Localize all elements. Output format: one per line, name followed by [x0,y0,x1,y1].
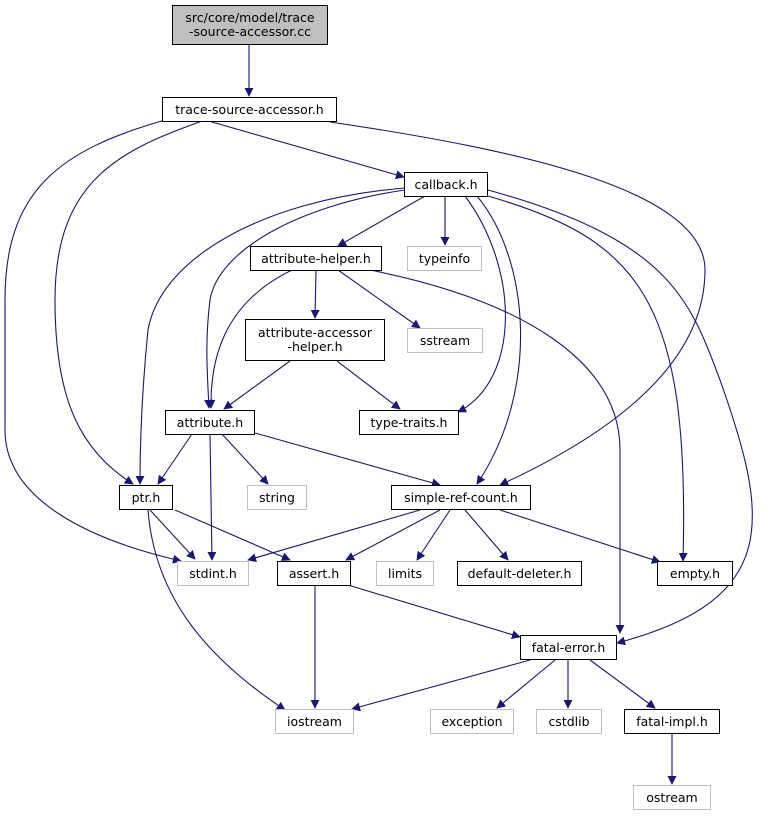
edge-callback-to-empty [487,195,688,562]
edge-ptr-to-assert [174,509,291,561]
node-empty-h[interactable]: empty.h [657,561,733,586]
node-default-deleter-h[interactable]: default-deleter.h [457,561,582,586]
edge-fatal-error-to-exception [496,659,556,709]
node-label: default-deleter.h [467,565,572,581]
node-label: ptr.h [131,489,161,505]
edge-fatal-error-to-iostream [351,659,531,712]
edge-callback-to-type-traits [457,195,506,413]
node-label: string [259,489,295,505]
node-typeinfo[interactable]: typeinfo [407,246,482,271]
node-label-line-2: -helper.h [287,339,343,354]
edge-attribute-helper-to-accessor-helper [310,269,320,319]
node-label: callback.h [414,176,478,192]
node-stdint-h[interactable]: stdint.h [177,561,249,586]
edge-tsa-to-simple-ref-count [329,121,706,486]
node-label: attribute-helper.h [261,250,371,266]
node-label: assert.h [288,565,340,581]
edge-attribute-to-simple-ref-count [254,432,441,488]
node-label: stdint.h [189,565,237,581]
node-label: limits [387,565,422,581]
edge-attribute-to-stdint [207,433,217,561]
node-label-line-2: -source-accessor.cc [188,24,311,39]
node-sstream[interactable]: sstream [407,328,483,353]
edge-attribute-to-ptr [157,433,193,485]
edge-attribute-helper-to-sstream [337,269,421,329]
edge-callback-to-attribute [204,189,406,409]
edge-tsa-to-stdint [4,119,182,564]
edge-src-to-empty [499,509,661,564]
edge-attribute-to-string [221,433,269,485]
node-label: iostream [287,713,342,729]
node-trace-source-accessor-cc[interactable]: src/core/model/trace -source-accessor.cc [172,5,328,45]
edge-src-to-stdint [247,509,421,563]
edge-attribute-helper-to-fatal-error [369,269,625,634]
node-attribute-helper-h[interactable]: attribute-helper.h [250,246,382,271]
node-fatal-error-h[interactable]: fatal-error.h [520,635,617,660]
node-iostream[interactable]: iostream [275,709,354,734]
node-label: attribute.h [176,414,244,430]
node-attribute-accessor-helper-h[interactable]: attribute-accessor -helper.h [245,319,385,361]
node-label: simple-ref-count.h [404,489,518,505]
node-ptr-h[interactable]: ptr.h [119,485,173,510]
node-label-line-1: attribute-accessor [258,325,372,340]
node-simple-ref-count-h[interactable]: simple-ref-count.h [391,485,531,510]
edge-ptr-to-iostream [147,509,286,711]
edge-ptr-to-stdint [149,509,196,560]
edge-accessor-helper-to-type-traits [336,360,401,410]
node-label: typeinfo [418,250,471,266]
node-limits[interactable]: limits [376,561,434,586]
node-label: fatal-error.h [531,639,606,655]
node-label: exception [441,713,503,729]
edge-tsa-to-callback [204,119,405,180]
node-string[interactable]: string [247,485,307,510]
node-type-traits-h[interactable]: type-traits.h [359,410,459,435]
node-cstdlib[interactable]: cstdlib [536,709,602,734]
edge-callback-to-simple-ref-count [476,195,522,485]
node-label: trace-source-accessor.h [175,101,324,117]
edge-assert-to-fatal-error [347,584,521,639]
edge-callback-to-attribute-helper [337,195,426,247]
node-label: fatal-impl.h [636,713,708,729]
node-fatal-impl-h[interactable]: fatal-impl.h [624,709,720,734]
edge-src-to-default-deleter [464,509,509,561]
edge-callback-to-fatal-error [487,189,753,646]
node-label: sstream [419,332,471,348]
node-callback-h[interactable]: callback.h [404,172,488,197]
node-label: empty.h [669,565,721,581]
node-label: ostream [646,789,698,805]
edge-tsa-to-ptr [54,119,206,485]
node-ostream[interactable]: ostream [633,785,711,810]
node-label: cstdlib [548,713,590,729]
node-label-line-1: src/core/model/trace [185,10,315,25]
edge-accessor-helper-to-attribute [223,360,291,410]
node-trace-source-accessor-h[interactable]: trace-source-accessor.h [162,97,337,122]
edge-fatal-error-to-fatal-impl [589,659,656,709]
node-exception[interactable]: exception [430,709,514,734]
node-attribute-h[interactable]: attribute.h [165,410,255,435]
edge-src-to-limits [416,509,451,561]
node-assert-h[interactable]: assert.h [277,561,351,586]
edge-callback-to-ptr [135,187,406,485]
edge-attribute-helper-to-attribute [206,269,293,409]
node-label: type-traits.h [370,414,448,430]
edge-src-to-assert [345,509,441,561]
